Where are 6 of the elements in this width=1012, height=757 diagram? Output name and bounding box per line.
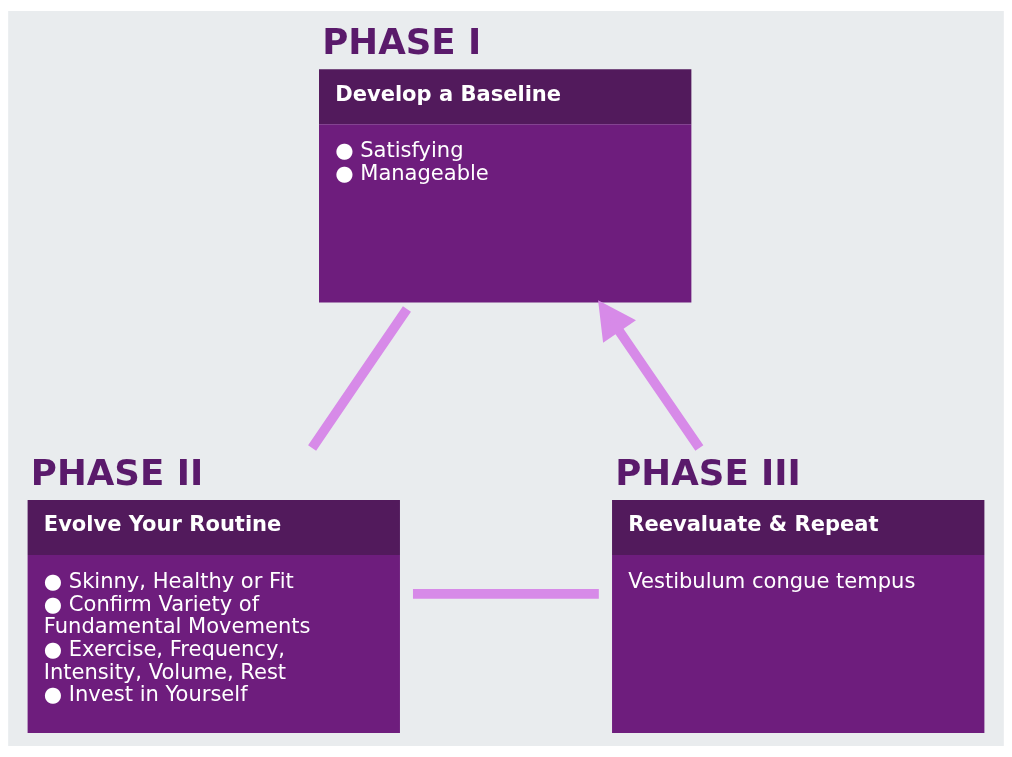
node-label: PHASE III bbox=[615, 451, 801, 493]
connector bbox=[413, 588, 599, 599]
connector bbox=[308, 306, 411, 451]
node-label: PHASE I bbox=[322, 21, 482, 63]
arrow bbox=[598, 300, 704, 451]
node-label: PHASE II bbox=[30, 451, 204, 493]
